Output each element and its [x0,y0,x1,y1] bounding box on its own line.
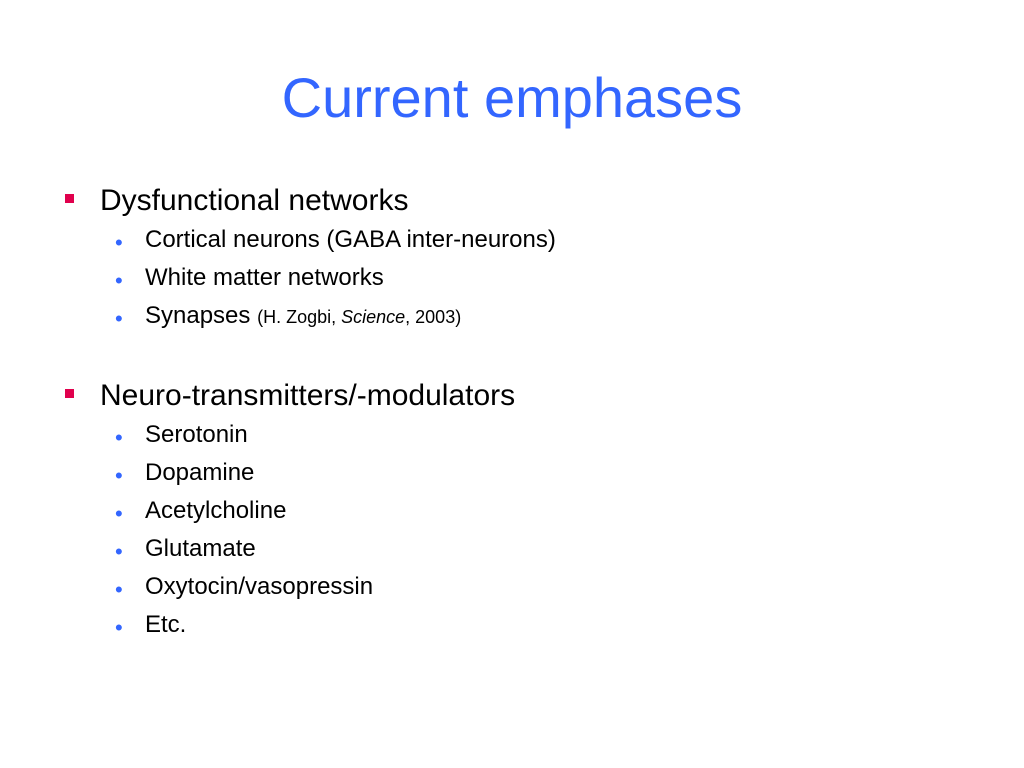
list-item-text: Glutamate [145,535,256,562]
list-item: • Serotonin [0,418,1024,456]
list-item: • Dopamine [0,456,1024,494]
dot-bullet-icon: • [115,539,123,564]
section-neuro-transmitters: Neuro-transmitters/-modulators • Seroton… [0,376,1024,646]
list-item: • Acetylcholine [0,494,1024,532]
citation-open: (H. Zogbi, [257,307,342,327]
citation-close: , 2003) [405,307,462,327]
list-item-text: Acetylcholine [145,497,287,524]
citation-journal: Science [341,307,406,327]
list-item: • Synapses (H. Zogbi, Science, 2003) [0,299,1024,337]
dot-bullet-icon: • [115,268,123,293]
list-item: • Oxytocin/vasopressin [0,570,1024,608]
dot-bullet-icon: • [115,306,123,331]
list-item-text: White matter networks [145,264,384,291]
dot-bullet-icon: • [115,615,123,640]
list-item: • White matter networks [0,261,1024,299]
square-bullet-icon [65,389,74,398]
list-item-text: Etc. [145,611,187,638]
list-item-text: Cortical neurons (GABA inter-neurons) [145,226,556,253]
dot-bullet-icon: • [115,577,123,602]
dot-bullet-icon: • [115,501,123,526]
dot-bullet-icon: • [115,463,123,488]
list-item-text: Dopamine [145,459,255,486]
section-dysfunctional-networks: Dysfunctional networks • Cortical neuron… [0,181,1024,337]
list-item: • Etc. [0,608,1024,646]
section-heading: Neuro-transmitters/-modulators [100,379,516,412]
list-item: Dysfunctional networks [0,181,1024,223]
list-item-text: Synapses (H. Zogbi, Science, 2003) [145,299,461,334]
dot-bullet-icon: • [115,230,123,255]
slide-title: Current emphases [281,66,743,129]
square-bullet-icon [65,194,74,203]
citation: (H. Zogbi, Science, 2003) [257,307,461,327]
list-item: Neuro-transmitters/-modulators [0,376,1024,418]
list-item-text: Oxytocin/vasopressin [145,573,374,600]
dot-bullet-icon: • [115,425,123,450]
sub-list: • Cortical neurons (GABA inter-neurons) … [0,223,1024,337]
section-heading: Dysfunctional networks [100,184,409,217]
sub-list: • Serotonin • Dopamine • Acetylcholine •… [0,418,1024,646]
list-item: • Cortical neurons (GABA inter-neurons) [0,223,1024,261]
citation-label: Synapses [145,302,251,329]
list-item-text: Serotonin [145,421,248,448]
list-item: • Glutamate [0,532,1024,570]
